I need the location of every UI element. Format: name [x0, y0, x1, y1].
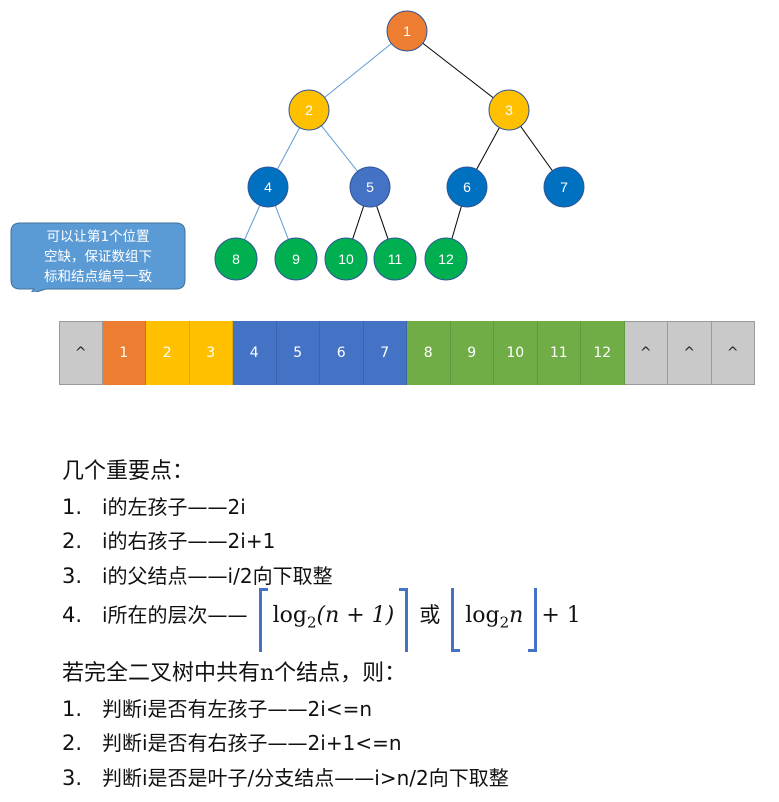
callout-line: 标和结点编号一致	[44, 269, 152, 285]
ceil-expression: log2(n + 1)	[258, 587, 409, 653]
note-number: 4.	[62, 603, 83, 627]
tree-node-circle	[424, 237, 468, 281]
tree-node: 4	[247, 166, 289, 208]
tree-node-circle	[288, 89, 330, 131]
array-cell: 1	[102, 321, 146, 385]
array-cell: 10	[494, 321, 538, 385]
tree-edge	[406, 30, 510, 111]
tree-node-circle	[247, 166, 289, 208]
note-number: 3.	[62, 563, 83, 588]
tree-node: 11	[373, 237, 417, 281]
tree-node: 10	[324, 237, 368, 281]
tree-node: 1	[386, 10, 428, 52]
callout-line: 可以让第1个位置	[46, 229, 150, 245]
note-item: 1. 判断i是否有左孩子——2i<=n	[62, 692, 581, 727]
note-item: 1. i的左孩子——2i	[62, 490, 581, 525]
array-cell: 6	[320, 321, 364, 385]
array-cell: 9	[450, 321, 494, 385]
callout-line: 空缺，保证数组下	[44, 249, 152, 265]
tree-node-label: 4	[264, 179, 272, 195]
tree-node-label: 3	[505, 102, 513, 118]
tree-node-label: 1	[403, 23, 411, 39]
note-text: i的父结点——i/2向下取整	[102, 563, 333, 588]
tree-edge	[308, 30, 408, 111]
note-number: 3.	[62, 765, 83, 790]
tree-node: 12	[424, 237, 468, 281]
log-fn: log	[272, 603, 307, 628]
note-text: i的右孩子——2i+1	[102, 529, 276, 553]
tree-node-label: 10	[338, 251, 354, 267]
tree-node-label: 12	[438, 251, 454, 267]
array-cell: 2	[146, 321, 190, 385]
note-number: 1.	[62, 494, 83, 519]
note-text: i的左孩子——2i	[102, 494, 246, 519]
callout-text: 可以让第1个位置 空缺，保证数组下 标和结点编号一致	[10, 224, 186, 294]
tree-node-circle	[543, 166, 585, 208]
tree-node: 7	[543, 166, 585, 208]
tree-node-label: 11	[388, 251, 403, 267]
tree-node-label: 6	[463, 179, 471, 195]
tree-node: 9	[274, 237, 318, 281]
array-cell-null: ^	[59, 321, 103, 385]
tree-node: 3	[488, 89, 530, 131]
note-item: 3. i的父结点——i/2向下取整	[62, 559, 581, 594]
tree-node-label: 8	[232, 251, 240, 267]
array-cell: 4	[233, 321, 277, 385]
note-text: 判断i是否有右孩子——2i+1<=n	[102, 731, 402, 755]
array-cell-null: ^	[711, 321, 755, 385]
log-fn: log	[465, 603, 500, 628]
tree-node: 2	[288, 89, 330, 131]
array-cell: 8	[407, 321, 451, 385]
note-item: 3. 判断i是否是叶子/分支结点——i>n/2向下取整	[62, 761, 581, 796]
array-cell: 11	[537, 321, 581, 385]
tree-node-label: 9	[292, 251, 300, 267]
note-item: 2. 判断i是否有右孩子——2i+1<=n	[62, 726, 581, 761]
array-cell-null: ^	[624, 321, 668, 385]
array-cell: 7	[363, 321, 407, 385]
log-arg: n	[509, 603, 524, 628]
array-cell: 12	[581, 321, 625, 385]
note-text: i所在的层次——	[102, 603, 248, 627]
notes-heading: 几个重要点：	[62, 459, 195, 484]
tree-node: 8	[214, 237, 258, 281]
plus-one: + 1	[541, 603, 581, 628]
tree-node: 5	[349, 166, 391, 208]
note-text: 判断i是否有左孩子——2i<=n	[102, 696, 373, 721]
note-item-level: 4.i所在的层次—— log2(n + 1) 或 log2n+ 1	[62, 587, 581, 653]
notes: 几个重要点： 1. i的左孩子——2i 2. i的右孩子——2i+1 3. i的父结点…	[62, 455, 581, 795]
note-number: 2.	[62, 529, 83, 553]
tree-node-circle	[349, 166, 391, 208]
note-item: 2. i的右孩子——2i+1	[62, 524, 581, 559]
tree-node-circle	[324, 237, 368, 281]
tree-node-label: 5	[366, 179, 374, 195]
tree-node: 6	[446, 166, 488, 208]
notes-heading-2: 若完全二叉树中共有n个结点，则：	[62, 661, 407, 686]
tree-node-circle	[214, 237, 258, 281]
note-number: 1.	[62, 696, 83, 721]
log-base: 2	[306, 613, 317, 632]
note-number: 2.	[62, 731, 83, 755]
or-text: 或	[419, 603, 441, 627]
array-cell: 5	[276, 321, 320, 385]
tree-node-circle	[488, 89, 530, 131]
array-cell: 3	[189, 321, 233, 385]
tree-node-circle	[373, 237, 417, 281]
tree-node-circle	[386, 10, 428, 52]
tree-node-label: 2	[305, 102, 313, 118]
callout-bubble	[10, 222, 186, 292]
array-cell-null: ^	[668, 321, 712, 385]
tree-node-circle	[446, 166, 488, 208]
note-text: 判断i是否是叶子/分支结点——i>n/2向下取整	[102, 765, 509, 790]
floor-expression: log2n	[451, 587, 538, 653]
tree-node-label: 7	[560, 179, 568, 195]
log-base: 2	[499, 613, 510, 632]
tree-node-circle	[274, 237, 318, 281]
log-arg: (n + 1)	[316, 603, 395, 628]
